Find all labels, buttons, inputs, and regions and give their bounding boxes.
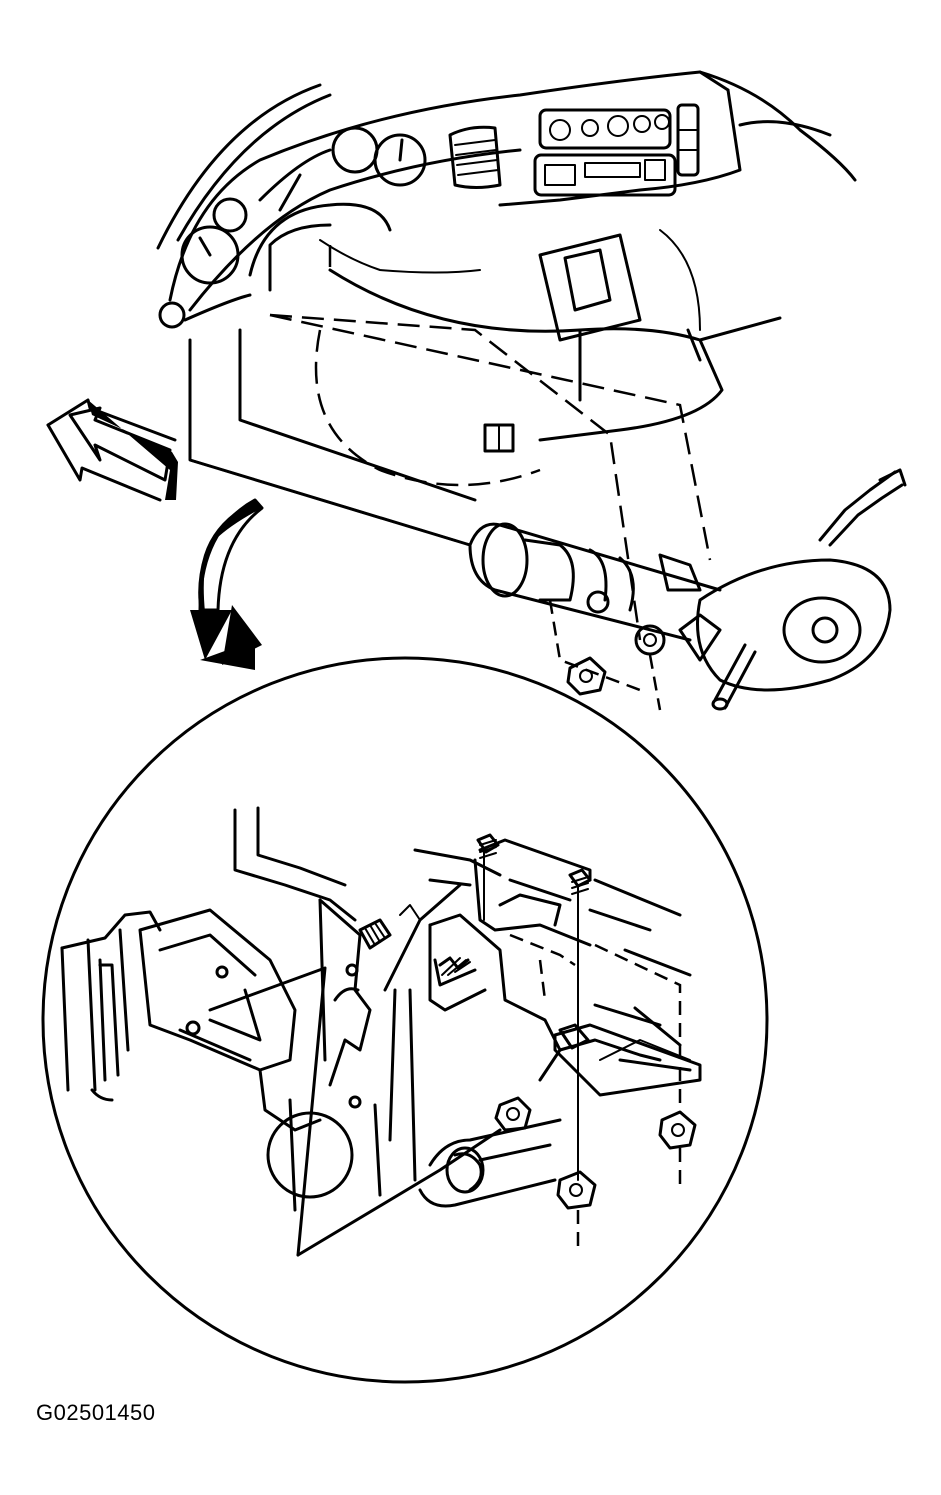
detail-nut-right bbox=[658, 1110, 697, 1150]
center-air-vent bbox=[448, 125, 502, 189]
gauge-right bbox=[373, 133, 427, 187]
column-nut-lower bbox=[566, 656, 607, 696]
column-nut-upper bbox=[634, 624, 666, 656]
magnified-detail-view-icon bbox=[41, 656, 769, 1384]
instrument-panel bbox=[156, 70, 857, 487]
center-console bbox=[538, 233, 642, 342]
steering-column bbox=[468, 468, 907, 711]
radio-panel bbox=[533, 153, 677, 197]
figure-code: G02501450 bbox=[36, 1400, 156, 1425]
hvac-control-panel bbox=[538, 108, 672, 150]
hollow-arrow-left-icon bbox=[46, 398, 178, 502]
gauge-left bbox=[180, 225, 240, 285]
knee-bolster-outline bbox=[188, 245, 712, 641]
detail-nut-center bbox=[556, 1170, 597, 1210]
detail-bracket-assembly bbox=[60, 806, 702, 1257]
gauge-center bbox=[331, 126, 379, 174]
curved-arrow-down-icon bbox=[190, 498, 264, 670]
steering-hub bbox=[696, 558, 892, 692]
